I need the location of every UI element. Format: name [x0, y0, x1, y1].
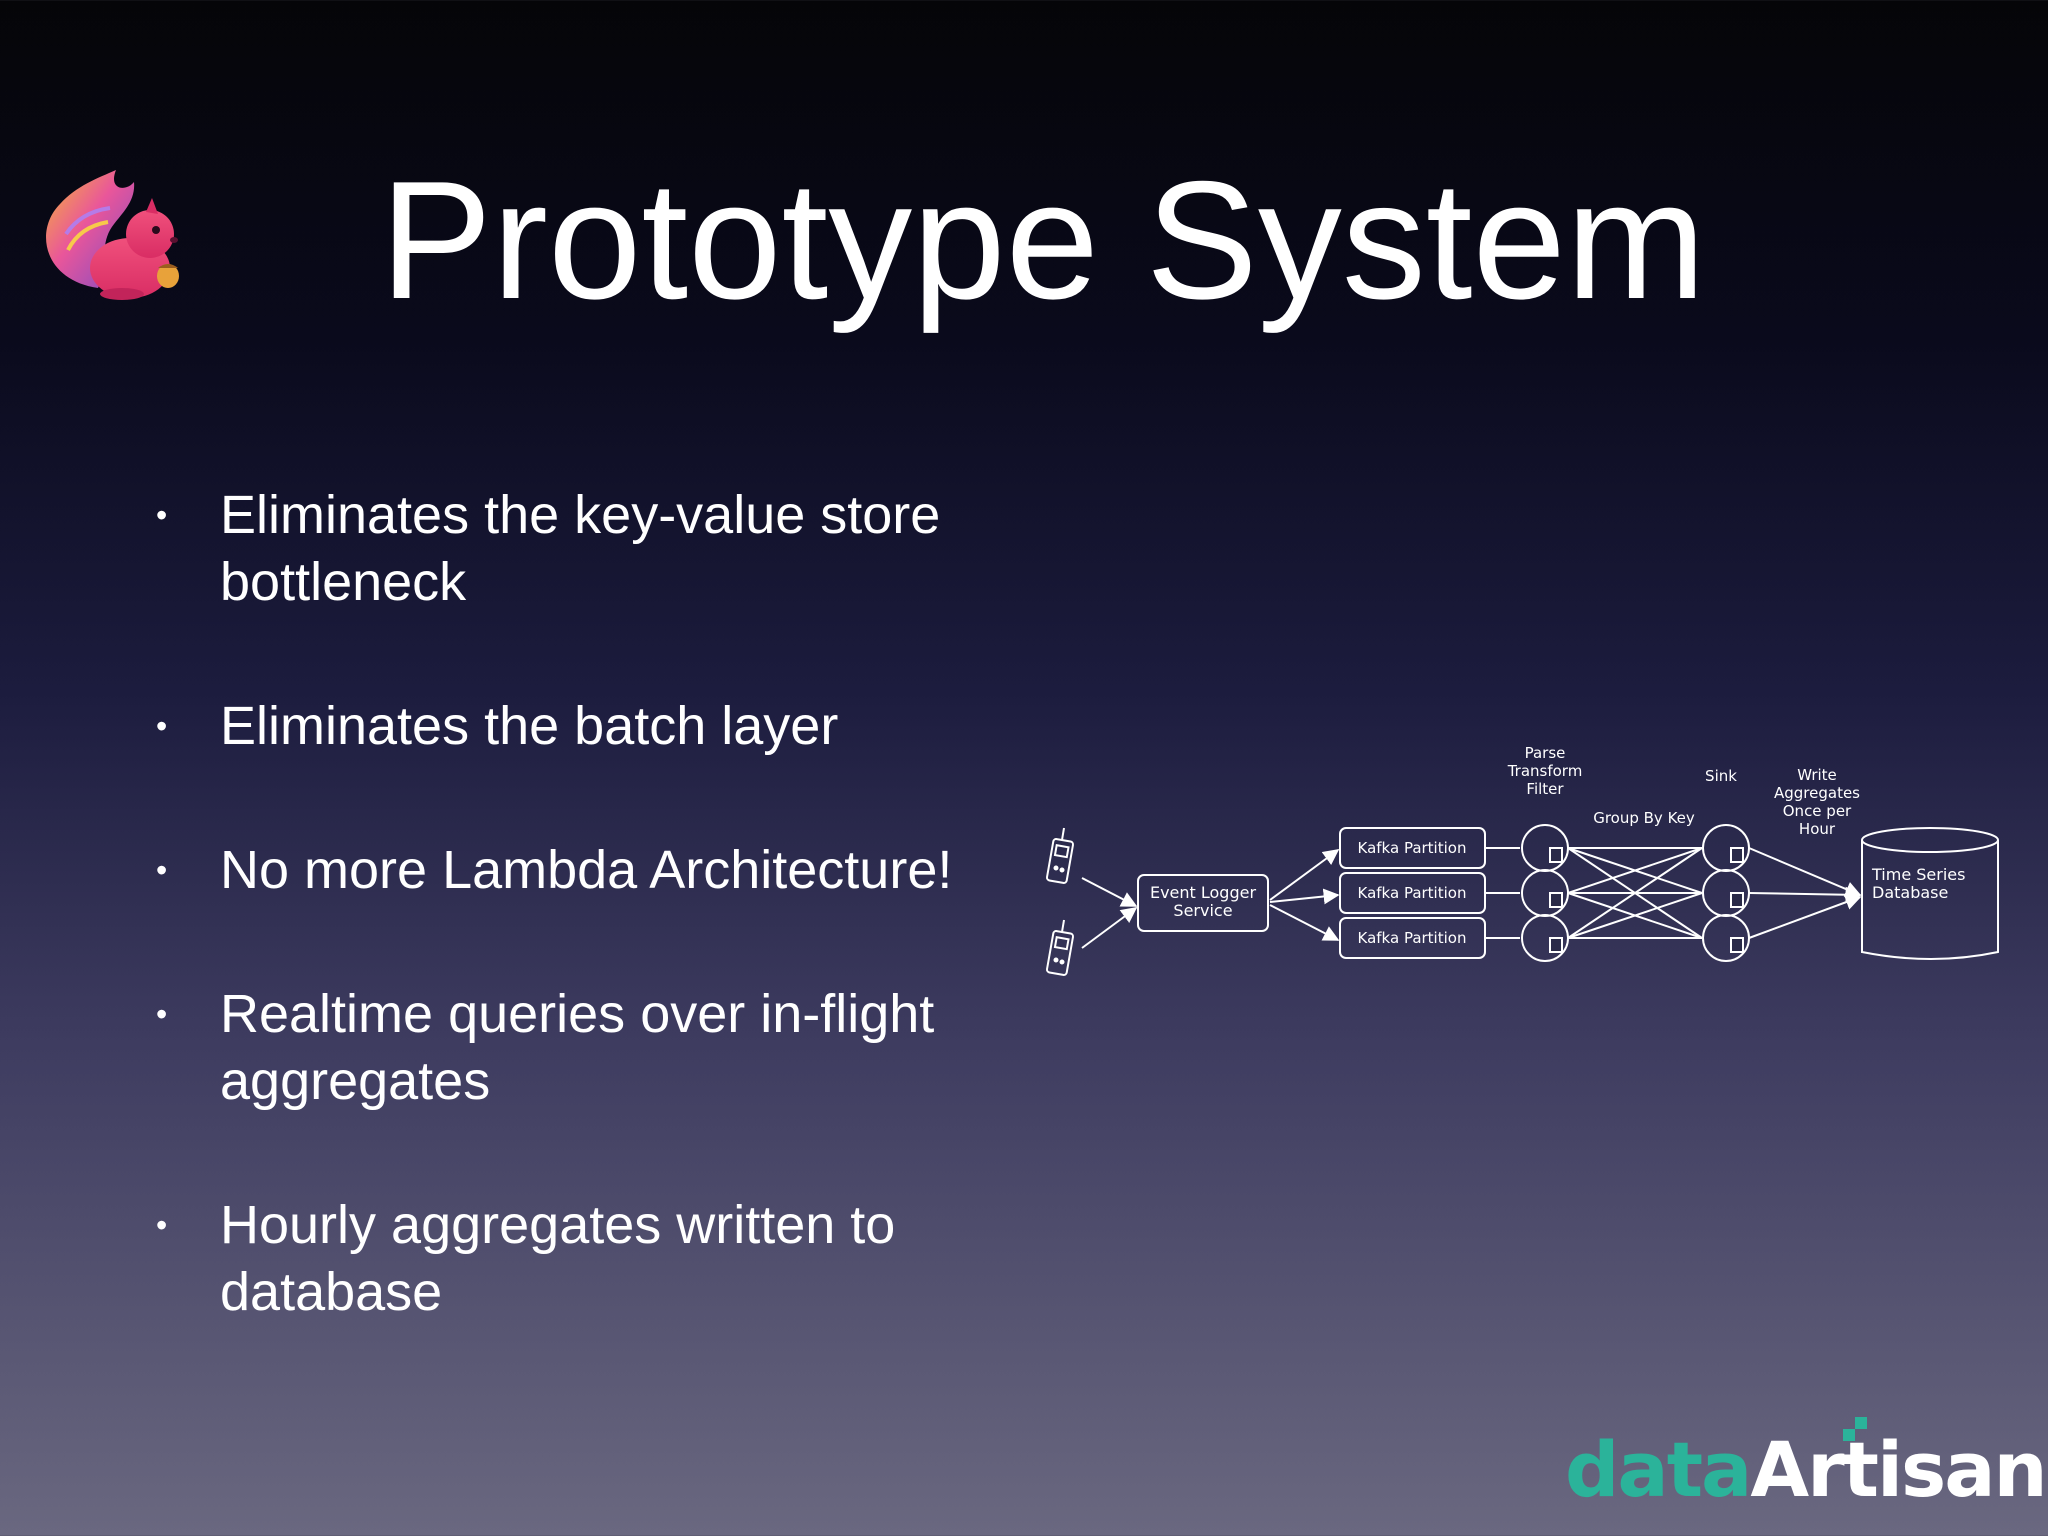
kafka-partition-label: Kafka Partition — [1358, 884, 1467, 902]
sink-label: Sink — [1705, 767, 1737, 785]
bullet-item: Realtime queries over in-flight aggregat… — [150, 981, 1030, 1115]
bullet-item: No more Lambda Architecture! — [150, 837, 1030, 904]
kafka-partition-label: Kafka Partition — [1358, 839, 1467, 857]
squirrel-logo-icon — [46, 170, 179, 300]
kafka-partition-label: Kafka Partition — [1358, 929, 1467, 947]
group-by-label: Group By Key — [1593, 809, 1695, 827]
brand-square-icon — [1843, 1429, 1855, 1441]
database-label: Database — [1872, 883, 1948, 902]
write-label: Write — [1797, 766, 1837, 784]
write-label: Once per — [1783, 802, 1852, 820]
stage-parse-label: Parse — [1525, 744, 1566, 762]
bullet-item: Hourly aggregates written to database — [150, 1192, 1030, 1326]
event-logger-box — [1137, 874, 1269, 932]
event-logger-label: Service — [1173, 901, 1232, 920]
database-label: Time Series — [1871, 865, 1965, 884]
bullet-list: Eliminates the key-value store bottlenec… — [150, 482, 1030, 1326]
stage-parse-label: Transform — [1507, 762, 1583, 780]
brand-word-artisans: Artisans — [1750, 1425, 2048, 1514]
event-logger-label: Event Logger — [1150, 883, 1257, 902]
write-label: Aggregates — [1774, 784, 1860, 802]
mobile-phone-icon — [1045, 919, 1075, 976]
brand-word-data: data — [1565, 1425, 1752, 1514]
write-label: Hour — [1799, 820, 1836, 838]
database-cylinder-icon — [1861, 827, 1999, 960]
brand-square-icon — [1855, 1417, 1867, 1429]
bullet-item: Eliminates the batch layer — [150, 693, 1030, 760]
mobile-phone-icon — [1045, 827, 1075, 884]
slide-title: Prototype System — [380, 146, 1706, 334]
stage-parse-label: Filter — [1526, 780, 1564, 798]
bullet-item: Eliminates the key-value store bottlenec… — [150, 482, 1030, 616]
architecture-diagram: Event Logger Service Kafka Partition Kaf… — [1045, 744, 1999, 976]
data-artisans-logo: dataArtisans — [1565, 1417, 2048, 1515]
